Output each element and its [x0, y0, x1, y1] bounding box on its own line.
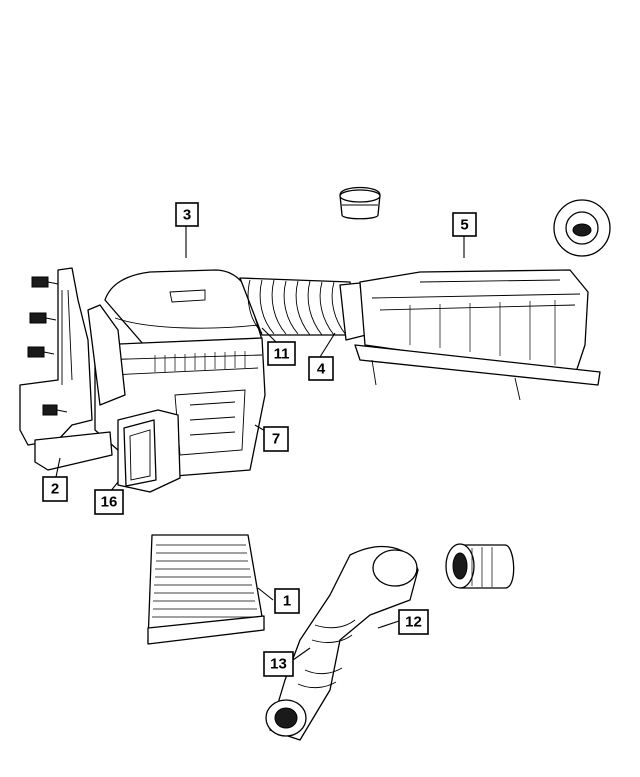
callout-12: 12: [398, 609, 429, 635]
svg-text:13: 13: [270, 656, 287, 673]
inlet-duct: [117, 409, 181, 493]
svg-text:1: 1: [283, 593, 291, 610]
svg-text:4: 4: [317, 361, 326, 378]
callout-2: 2: [42, 476, 68, 502]
svg-text:3: 3: [183, 207, 191, 224]
corrugated-hose: [239, 277, 367, 341]
resonator: [354, 269, 601, 401]
elbow-hose: [265, 545, 419, 741]
air-filter-element: [147, 534, 265, 645]
bolts-left: [27, 276, 68, 416]
filter-cylinder: [445, 543, 515, 589]
plug-fitting: [339, 186, 381, 220]
svg-text:7: 7: [272, 431, 280, 448]
callout-5: 5: [452, 212, 477, 237]
svg-text:16: 16: [101, 494, 118, 511]
callout-13: 13: [263, 651, 294, 677]
grommet: [553, 199, 611, 257]
callout-3: 3: [175, 202, 199, 227]
callout-7: 7: [263, 426, 289, 452]
mounting-bracket: [19, 267, 126, 471]
svg-text:5: 5: [460, 217, 468, 234]
svg-text:2: 2: [51, 481, 59, 498]
svg-text:12: 12: [405, 614, 422, 631]
svg-text:11: 11: [274, 346, 290, 363]
callout-16: 16: [94, 489, 124, 515]
callout-1: 1: [274, 588, 300, 614]
callout-4: 4: [308, 356, 334, 381]
callout-11: 11: [267, 341, 296, 366]
